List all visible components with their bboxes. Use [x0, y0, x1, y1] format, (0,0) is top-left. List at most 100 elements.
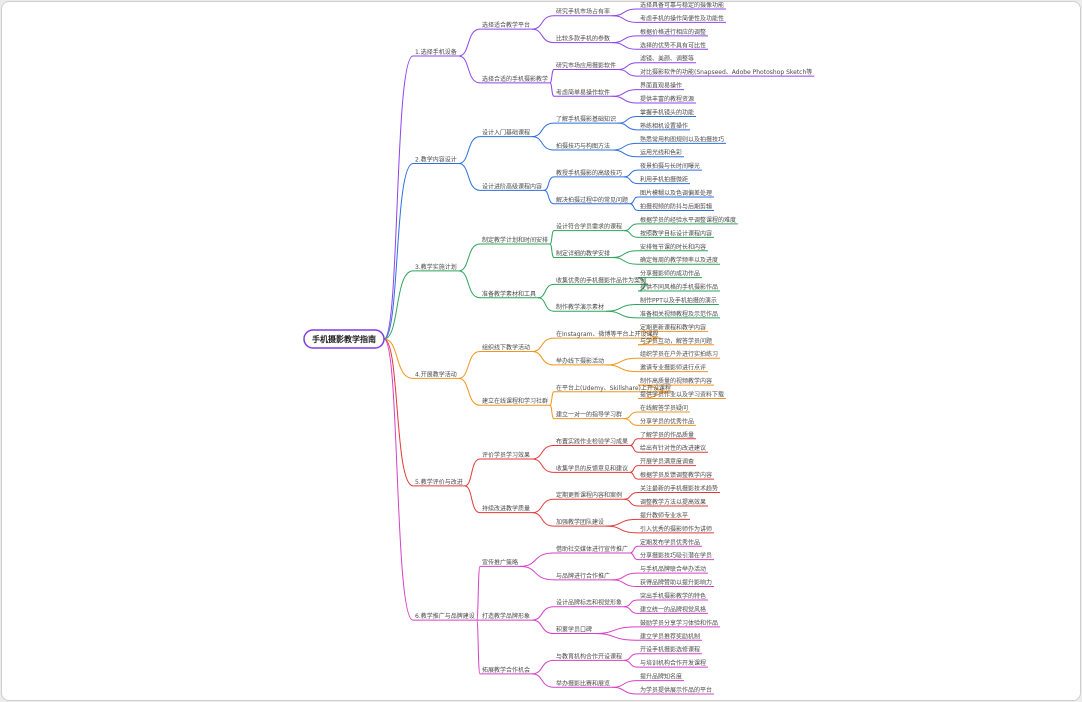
secondary-node[interactable]: 选择适合教学平台	[482, 21, 530, 29]
leaf-node[interactable]: 开设手机摄影选修课程	[640, 646, 700, 654]
tertiary-node[interactable]: 制定详细的教学安排	[556, 249, 610, 257]
leaf-node[interactable]: 运用光线和色彩	[640, 149, 682, 157]
tertiary-node[interactable]: 设计品牌标志和视觉形象	[556, 599, 622, 607]
secondary-node[interactable]: 宣传推广策略	[482, 558, 518, 566]
tertiary-node[interactable]: 定期更新课程内容和案例	[556, 491, 622, 499]
secondary-node[interactable]: 组织线下教学活动	[482, 344, 530, 352]
leaf-node[interactable]: 为学员提供展示作品的平台	[640, 686, 712, 694]
tertiary-node[interactable]: 研究市场应用摄影软件	[556, 61, 616, 69]
leaf-node[interactable]: 在线解答学员疑问	[640, 404, 688, 412]
leaf-node[interactable]: 与手机品牌联合举办活动	[640, 565, 706, 573]
secondary-node[interactable]: 选择合适的手机摄影教学	[482, 75, 548, 83]
leaf-node[interactable]: 定期更新课程和教学内容	[640, 323, 706, 331]
leaf-node[interactable]: 分享摄影技巧吸引潜在学员	[640, 552, 712, 560]
tertiary-node[interactable]: 建立一对一的指导学习群	[556, 411, 622, 419]
tertiary-node[interactable]: 收集优秀的手机摄影作品作为案例	[556, 276, 646, 284]
leaf-node[interactable]: 拍摄视频的防抖与后期剪辑	[640, 202, 712, 210]
leaf-node[interactable]: 利用手机拍摄微距	[640, 176, 688, 184]
branch-node[interactable]: 3.教学实施计划	[415, 263, 457, 271]
tertiary-node[interactable]: 在Instagram、微博等平台上开设课程	[556, 330, 659, 338]
leaf-node[interactable]: 提升教师专业水平	[640, 511, 688, 519]
secondary-node[interactable]: 设计进阶高级课程内容	[482, 182, 542, 190]
leaf-node[interactable]: 鼓励学员分享学习体验和作品	[640, 619, 718, 627]
leaf-node[interactable]: 根据学员的经验水平调整课程的难度	[640, 216, 736, 224]
leaf-node[interactable]: 确定每周的教学频率以及进度	[640, 256, 718, 264]
tertiary-node[interactable]: 与教育机构合作开设课程	[556, 652, 622, 660]
branch-node[interactable]: 5.教学评价与改进	[415, 478, 463, 486]
leaf-node[interactable]: 提供不同风格的手机摄影作品	[640, 283, 718, 291]
tertiary-node[interactable]: 拍摄技巧与构图方法	[556, 142, 610, 150]
root-node[interactable]: 手机摄影教学指南	[303, 329, 385, 349]
tertiary-node[interactable]: 设计符合学员需求的课程	[556, 223, 622, 231]
leaf-node[interactable]: 分享摄影师的成功作品	[640, 270, 700, 278]
tertiary-node[interactable]: 借助社交媒体进行宣传推广	[556, 545, 628, 553]
leaf-node[interactable]: 获得品牌赞助以提升影响力	[640, 579, 712, 587]
leaf-node[interactable]: 分享学员的优秀作品	[640, 417, 694, 425]
tertiary-node[interactable]: 解决拍摄过程中的常见问题	[556, 196, 628, 204]
tertiary-node[interactable]: 研究手机市场占有率	[556, 8, 610, 16]
leaf-node[interactable]: 定期发布学员优秀作品	[640, 538, 700, 546]
secondary-node[interactable]: 打造教学品牌形象	[482, 612, 530, 620]
leaf-node[interactable]: 制作高质量的视频教学内容	[640, 377, 712, 385]
leaf-node[interactable]: 建立统一的品牌视觉风格	[640, 605, 706, 613]
leaf-node[interactable]: 制作PPT以及手机拍摄的演示	[640, 296, 717, 304]
tertiary-node[interactable]: 考虑简单易操作软件	[556, 88, 610, 96]
leaf-node[interactable]: 建立学员推荐奖励机制	[640, 632, 700, 640]
leaf-node[interactable]: 图片模糊以及色调偏差处理	[640, 189, 712, 197]
leaf-node[interactable]: 熟悉常用构图规则以及拍摄技巧	[640, 135, 724, 143]
leaf-node[interactable]: 开展学员满意度调查	[640, 458, 694, 466]
secondary-node[interactable]: 设计入门基础课程	[482, 129, 530, 137]
leaf-node[interactable]: 夜景拍摄与长时间曝光	[640, 162, 700, 170]
leaf-node[interactable]: 与培训机构合作开发课程	[640, 659, 706, 667]
leaf-node[interactable]: 突出手机摄影教学的特色	[640, 592, 706, 600]
leaf-node[interactable]: 给出有针对性的改进建议	[640, 444, 706, 452]
leaf-node[interactable]: 掌握手机镜头的功能	[640, 108, 694, 116]
branch-node[interactable]: 2.教学内容设计	[415, 155, 457, 163]
secondary-node[interactable]: 拓展教学合作机会	[482, 666, 530, 674]
leaf-node[interactable]: 考虑手机的操作简便性及功能性	[640, 14, 724, 22]
leaf-node[interactable]: 组织学员在户外进行实拍练习	[640, 350, 718, 358]
branch-node[interactable]: 4.开展教学活动	[415, 370, 457, 378]
tertiary-node[interactable]: 积累学员口碑	[556, 626, 592, 634]
leaf-node[interactable]: 选择的优势不具有可比性	[640, 41, 706, 49]
tertiary-node[interactable]: 比较多款手机的参数	[556, 35, 610, 43]
tertiary-node[interactable]: 布置实践作业检验学习成果	[556, 438, 628, 446]
secondary-node[interactable]: 持续改进教学质量	[482, 505, 530, 513]
leaf-node[interactable]: 调整教学方法以提高效果	[640, 498, 706, 506]
tertiary-node[interactable]: 制作教学演示素材	[556, 303, 604, 311]
leaf-node[interactable]: 熟练相机设置操作	[640, 122, 688, 130]
leaf-node[interactable]: 关注最新的手机摄影技术趋势	[640, 485, 718, 493]
leaf-node[interactable]: 提供学员作业以及学习资料下载	[640, 391, 724, 399]
branch-node[interactable]: 6.教学推广与品牌建设	[415, 612, 475, 620]
leaf-node[interactable]: 准备相关视频教程及示范作品	[640, 310, 718, 318]
leaf-node[interactable]: 引入优秀的摄影师作为讲师	[640, 525, 712, 533]
tertiary-node[interactable]: 在平台上(Udemy、Skillshare)上开设课程	[556, 384, 671, 392]
leaf-node[interactable]: 界面直观易操作	[640, 82, 682, 90]
leaf-node[interactable]: 根据学员反馈调整教学内容	[640, 471, 712, 479]
leaf-node[interactable]: 按照教学目标设计课程内容	[640, 229, 712, 237]
leaf-node[interactable]: 选择具备可靠与稳定的摄像功能	[640, 2, 724, 9]
leaf-node[interactable]: 滤镜、美颜、调整等	[640, 55, 694, 63]
tertiary-node[interactable]: 举办摄影比赛和展览	[556, 679, 610, 687]
tertiary-node[interactable]: 加强教学团队建设	[556, 518, 604, 526]
leaf-node[interactable]: 邀请专业摄影师进行点评	[640, 364, 706, 372]
tertiary-node[interactable]: 教授手机摄影的高级技巧	[556, 169, 622, 177]
secondary-node[interactable]: 准备教学素材和工具	[482, 290, 536, 298]
leaf-node[interactable]: 与学员互动，解答学员问题	[640, 337, 712, 345]
secondary-node[interactable]: 评价学员学习效果	[482, 451, 530, 459]
leaf-node[interactable]: 对比摄影软件的功能(Snapseed、Adobe Photoshop Sketc…	[640, 68, 812, 76]
leaf-node[interactable]: 提供丰富的教程资源	[640, 95, 694, 103]
secondary-node[interactable]: 建立在线课程和学习社群	[482, 397, 548, 405]
tertiary-node[interactable]: 收集学员的反馈意见和建议	[556, 464, 628, 472]
leaf-node[interactable]: 安排每节课的时长和内容	[640, 243, 706, 251]
branch-node[interactable]: 1.选择手机设备	[415, 48, 457, 56]
tertiary-node[interactable]: 了解手机摄影基础知识	[556, 115, 616, 123]
leaf-node[interactable]: 根据价格进行相应的调整	[640, 28, 706, 36]
tertiary-node[interactable]: 举办线下摄影活动	[556, 357, 604, 365]
tertiary-node[interactable]: 与品牌进行合作推广	[556, 572, 610, 580]
leaf-node[interactable]: 了解学员的作品质量	[640, 431, 694, 439]
leaf-node[interactable]: 提升品牌知名度	[640, 673, 682, 681]
link-line	[618, 62, 639, 70]
secondary-node[interactable]: 制定教学计划和时间安排	[482, 236, 548, 244]
